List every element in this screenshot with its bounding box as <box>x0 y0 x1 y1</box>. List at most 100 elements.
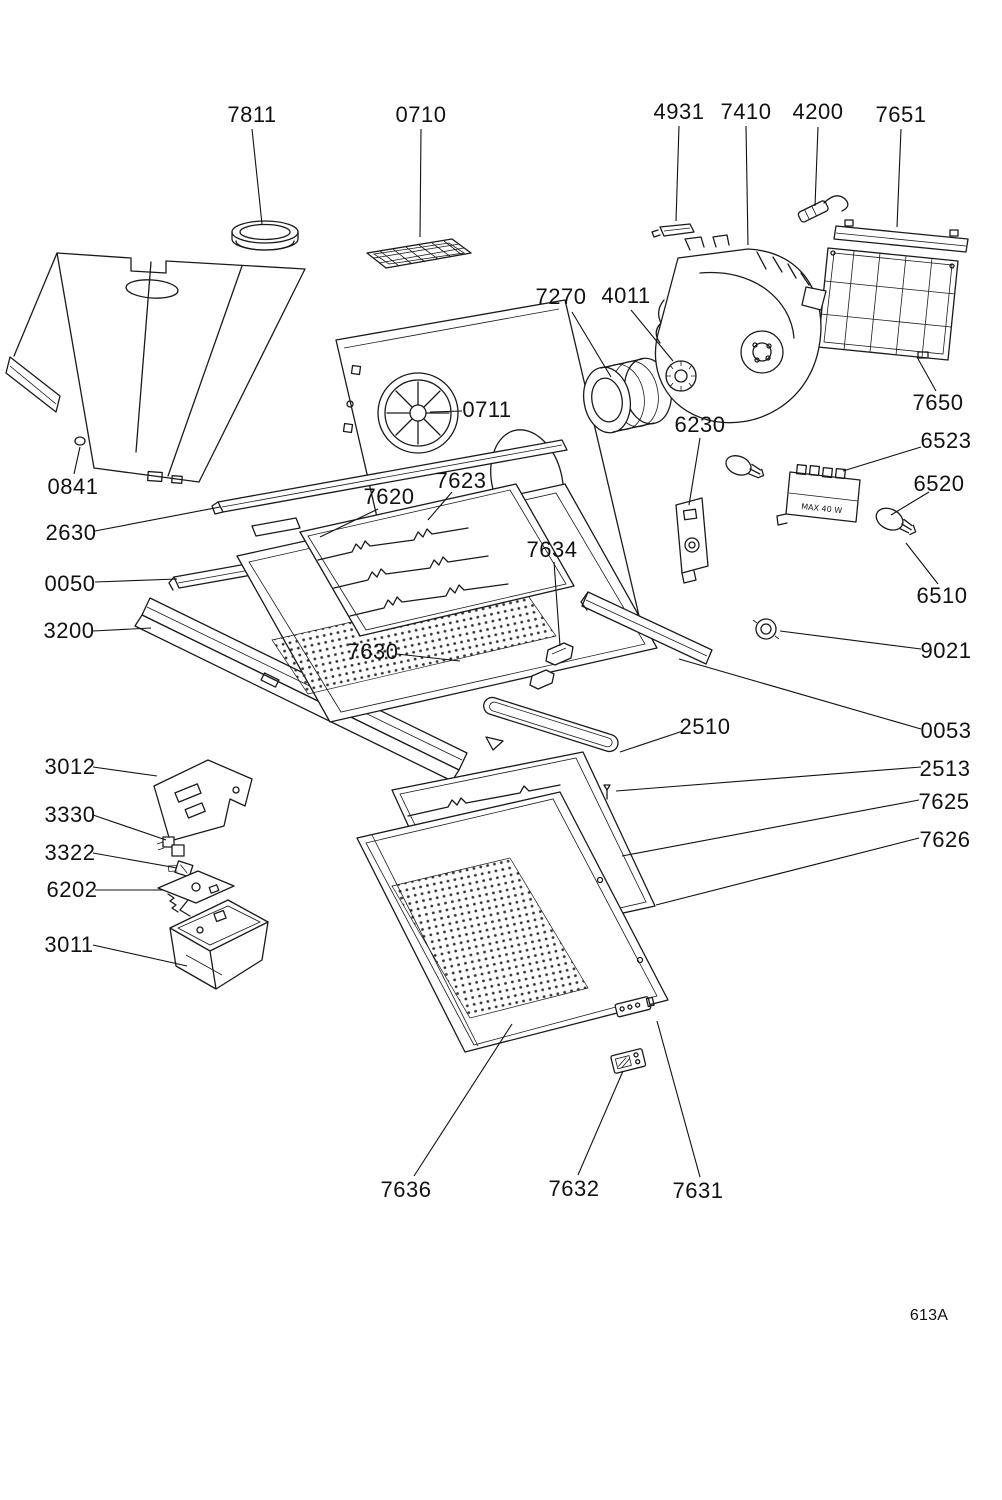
drawing-code: 613A <box>909 1307 949 1324</box>
leader-2513 <box>615 766 922 792</box>
part-label-4931: 4931 <box>653 99 705 124</box>
chimney-cover-part <box>5 252 306 484</box>
grille-part-0710 <box>366 238 472 269</box>
lampholder-part-6520: MAX 40 W <box>776 463 861 526</box>
tray-part-7636 <box>356 791 669 1053</box>
leader-7634 <box>553 561 561 647</box>
part-label-7630: 7630 <box>347 639 399 664</box>
leader-7632 <box>577 1070 624 1176</box>
leader-lines <box>73 125 939 1178</box>
part-label-4200: 4200 <box>792 99 844 124</box>
bracket-part-6202 <box>157 870 235 917</box>
leader-7636 <box>413 1023 513 1177</box>
part-label-6230: 6230 <box>674 412 726 437</box>
leader-4200 <box>814 126 819 207</box>
part-label-3330: 3330 <box>44 802 96 827</box>
leader-0841 <box>73 446 81 475</box>
grommet-part-9021 <box>752 618 780 640</box>
part-label-7650: 7650 <box>912 390 964 415</box>
part-label-6510: 6510 <box>916 583 968 608</box>
hole-part-0841 <box>74 436 86 446</box>
part-label-2630: 2630 <box>45 520 97 545</box>
part-label-2510: 2510 <box>679 714 731 739</box>
part-label-7620: 7620 <box>363 484 415 509</box>
leader-0711 <box>429 410 463 413</box>
leader-7625 <box>621 799 920 857</box>
part-label-7625: 7625 <box>918 789 970 814</box>
bulb-part-6523 <box>725 455 765 479</box>
part-label-7636: 7636 <box>380 1177 432 1202</box>
leader-0053 <box>678 658 922 730</box>
leader-3330 <box>92 814 167 841</box>
part-label-7410: 7410 <box>720 99 772 124</box>
part-label-7632: 7632 <box>548 1176 600 1201</box>
part-label-2513: 2513 <box>919 756 971 781</box>
switch-part-7632 <box>610 1048 647 1074</box>
part-label-7626: 7626 <box>919 827 971 852</box>
part-label-7623: 7623 <box>435 468 487 493</box>
part-label-3012: 3012 <box>44 754 96 779</box>
leader-7630 <box>396 653 461 662</box>
part-label-6523: 6523 <box>920 428 972 453</box>
leader-7650 <box>916 356 937 392</box>
leader-4011 <box>630 309 674 362</box>
clip-part-4931 <box>651 223 695 238</box>
leader-7626 <box>655 837 920 906</box>
leader-0710 <box>419 128 422 238</box>
leader-6230 <box>688 437 701 506</box>
part-label-3322: 3322 <box>44 840 96 865</box>
rail-part-2630 <box>211 439 568 537</box>
screw-part-2513 <box>603 784 611 800</box>
leader-7651 <box>896 128 902 228</box>
leader-3200 <box>92 627 152 632</box>
leader-7620 <box>319 508 379 538</box>
part-label-7651: 7651 <box>875 102 927 127</box>
part-label-6202: 6202 <box>46 877 98 902</box>
part-label-3200: 3200 <box>43 618 95 643</box>
leader-9021 <box>779 630 922 650</box>
bulb-part-6510 <box>875 507 917 536</box>
bar-part-2510 <box>483 696 619 753</box>
cable-part-4200 <box>797 195 849 223</box>
leader-7623 <box>427 491 453 521</box>
part-label-0053: 0053 <box>920 718 972 743</box>
filter-part-7620 <box>299 483 575 637</box>
part-label-0710: 0710 <box>395 102 447 127</box>
frame-rail-part-7651 <box>833 219 969 253</box>
bracket-part-3012 <box>153 759 253 842</box>
leader-3012 <box>92 766 158 777</box>
rail-part-0053 <box>580 591 713 665</box>
leader-7410 <box>745 125 749 246</box>
cap-part-7811 <box>231 220 299 251</box>
strip-part-7631 <box>614 996 655 1018</box>
blower-part-7410 <box>654 234 827 424</box>
part-label-4011: 4011 <box>601 283 651 308</box>
leader-2510 <box>619 730 684 753</box>
box-part-3011 <box>169 899 269 990</box>
leader-3011 <box>92 944 188 967</box>
bracket-part-6230 <box>675 497 709 584</box>
leader-3322 <box>92 852 178 869</box>
filter-part-7650 <box>817 247 959 361</box>
switch-part-3322 <box>168 860 194 878</box>
part-label-0050: 0050 <box>44 571 96 596</box>
part-label-0841: 0841 <box>47 474 99 499</box>
leader-4931 <box>675 125 680 222</box>
fan-grille-part-0711 <box>377 372 459 454</box>
leader-7631 <box>656 1020 701 1178</box>
leader-7270 <box>571 311 612 378</box>
leader-6520 <box>890 491 930 516</box>
lamp-rating-text: MAX 40 W <box>801 502 843 515</box>
part-label-7631: 7631 <box>672 1178 724 1203</box>
clamp-part-7634 <box>529 642 574 690</box>
part-label-7811: 7811 <box>227 102 277 127</box>
switch-part-3330 <box>156 836 185 857</box>
part-label-3011: 3011 <box>44 932 94 957</box>
leader-0050 <box>94 578 178 583</box>
part-label-7634: 7634 <box>526 537 578 562</box>
leader-6523 <box>842 446 922 472</box>
part-label-6520: 6520 <box>913 471 965 496</box>
part-label-7270: 7270 <box>535 284 587 309</box>
